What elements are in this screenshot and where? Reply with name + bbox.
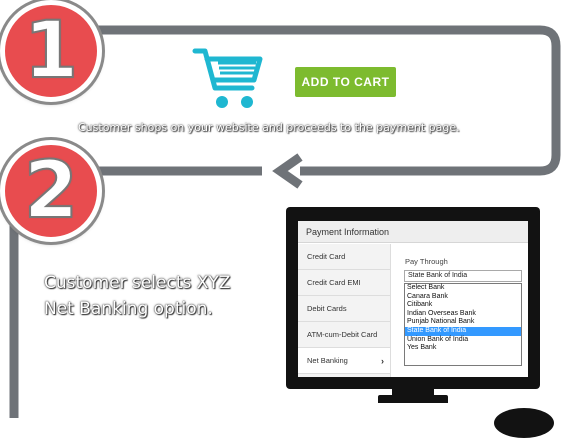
step2-caption: Customer selects XYZ Net Banking option. — [44, 270, 284, 322]
payment-screen: Payment Information Credit Card Credit C… — [298, 221, 528, 377]
next-step-badge-edge — [494, 408, 554, 438]
bank-option[interactable]: Citibank — [407, 301, 433, 309]
bank-option[interactable]: Punjab National Bank — [407, 318, 475, 326]
bank-option[interactable]: Yes Bank — [407, 344, 437, 352]
connector-line — [92, 25, 561, 176]
step2-caption-line1: Customer selects XYZ — [44, 273, 231, 293]
step-badge-1: 1 — [0, 0, 102, 102]
monitor-stand-base — [378, 395, 448, 403]
step2-caption-line2: Net Banking option. — [44, 299, 213, 319]
payment-panel-title: Payment Information — [298, 221, 528, 243]
bank-select[interactable]: State Bank of India — [404, 270, 522, 282]
menu-item-label: Debit Cards — [307, 304, 347, 313]
monitor-stand-neck — [392, 389, 434, 395]
step1-caption: Customer shops on your website and proce… — [78, 121, 460, 134]
payment-method-menu: Credit Card Credit Card EMI Debit Cards … — [298, 244, 391, 377]
arrow-left-icon — [272, 153, 303, 189]
bank-option[interactable]: Union Bank of India — [407, 335, 469, 343]
menu-item-credit-card-emi[interactable]: Credit Card EMI — [298, 270, 390, 296]
menu-item-debit-cards[interactable]: Debit Cards — [298, 296, 390, 322]
step-number-1: 1 — [23, 6, 79, 96]
monitor: Payment Information Credit Card Credit C… — [286, 207, 540, 389]
bank-option[interactable]: Indian Overseas Bank — [407, 309, 476, 317]
shopping-cart-icon — [192, 48, 263, 108]
bank-option-selected[interactable]: State Bank of India — [405, 326, 521, 336]
menu-item-label: Credit Card EMI — [307, 278, 361, 287]
add-to-cart-button[interactable]: ADD TO CART — [295, 67, 396, 97]
bank-dropdown-list: Select Bank Canara Bank Citibank Indian … — [404, 283, 522, 366]
menu-item-net-banking[interactable]: Net Banking › — [298, 348, 390, 374]
step-number-2: 2 — [23, 146, 79, 236]
menu-item-label: Credit Card — [307, 252, 346, 261]
flow-connector — [9, 25, 561, 418]
pay-through-label: Pay Through — [405, 257, 448, 266]
bank-option[interactable]: Select Bank — [407, 284, 445, 291]
menu-item-label: Net Banking — [307, 356, 348, 365]
menu-item-label: ATM-cum-Debit Card — [307, 330, 378, 339]
menu-item-atm-debit-card[interactable]: ATM-cum-Debit Card — [298, 322, 390, 348]
bank-option[interactable]: Canara Bank — [407, 292, 448, 300]
menu-item-credit-card[interactable]: Credit Card — [298, 244, 390, 270]
chevron-right-icon: › — [381, 356, 384, 366]
step-badge-2: 2 — [0, 140, 102, 242]
